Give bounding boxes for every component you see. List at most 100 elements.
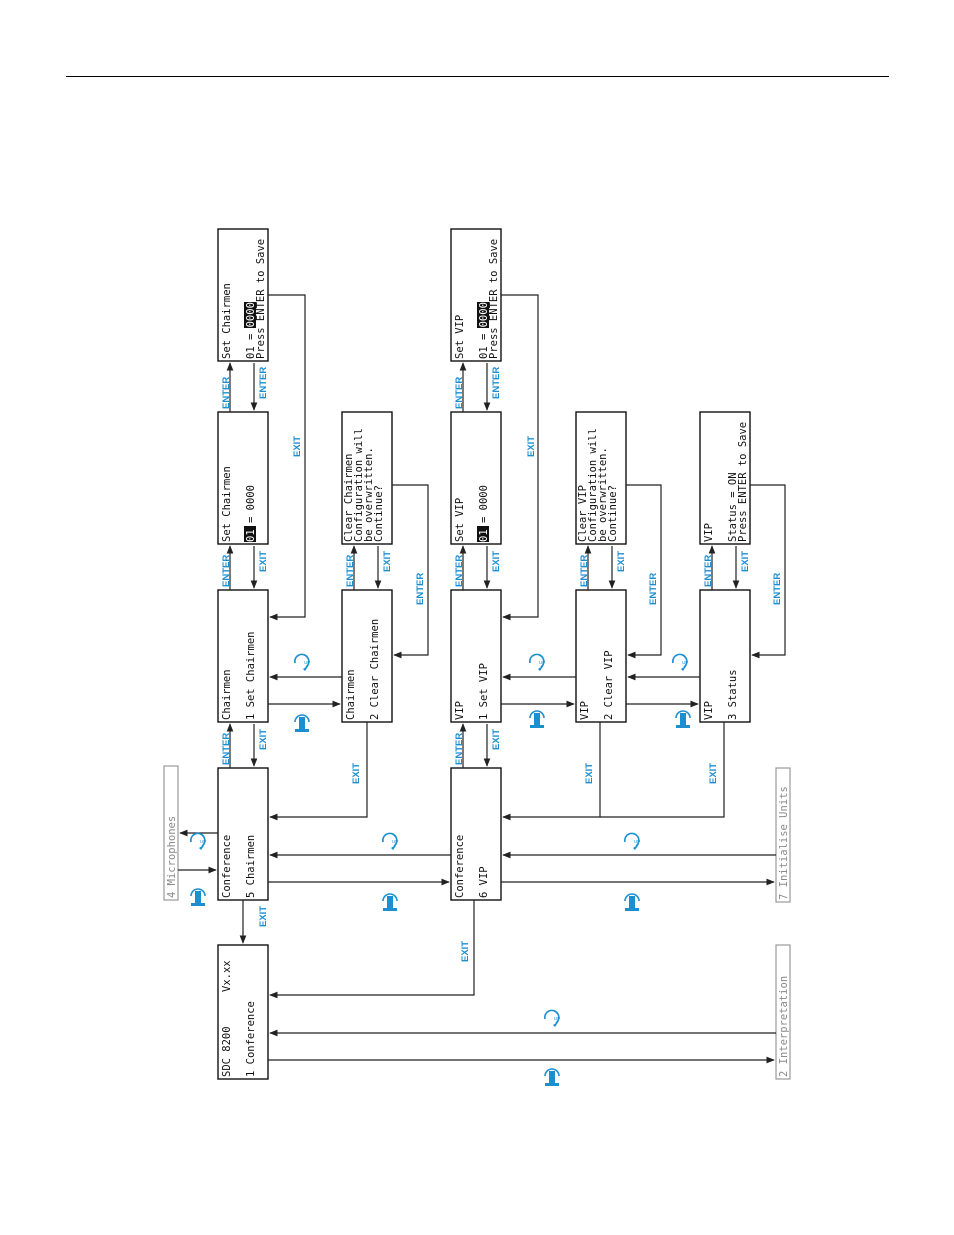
- knob-rotate-icon: [382, 832, 400, 851]
- svg-text:6 VIP: 6 VIP: [478, 866, 490, 898]
- svg-text:ENTER: ENTER: [772, 573, 783, 605]
- svg-text:Configuration will: Configuration will: [353, 428, 365, 542]
- svg-text:Configuration will: Configuration will: [587, 428, 599, 542]
- knob-rotate-icon: [544, 1009, 562, 1028]
- svg-text:01 = 0000: 01 = 0000: [478, 302, 490, 359]
- screen-conference-vip: Conference 6 VIP: [450, 767, 502, 901]
- svg-text:EXIT: EXIT: [616, 551, 627, 572]
- svg-text:VIP: VIP: [579, 701, 591, 720]
- svg-text:EXIT: EXIT: [382, 551, 393, 572]
- page-top-rule: [66, 76, 889, 77]
- svg-text:be overwritten.: be overwritten.: [597, 447, 609, 542]
- svg-text:1 Set Chairmen: 1 Set Chairmen: [245, 631, 257, 720]
- svg-text:Chairmen: Chairmen: [345, 669, 357, 720]
- svg-text:Conference: Conference: [221, 835, 233, 898]
- knob-push-icon: [624, 893, 640, 912]
- svg-text:01 = 0000: 01 = 0000: [245, 485, 257, 542]
- svg-text:2 Clear Chairmen: 2 Clear Chairmen: [369, 619, 381, 720]
- knob-push-icon: [544, 1068, 560, 1087]
- svg-text:Status = ON: Status = ON: [727, 472, 739, 542]
- svg-text:ENTER: ENTER: [454, 733, 465, 765]
- svg-text:VIP: VIP: [703, 701, 715, 720]
- svg-text:EXIT: EXIT: [491, 551, 502, 572]
- screen-chairmen-set: Chairmen 1 Set Chairmen: [217, 589, 269, 723]
- knob-rotate-icon: [190, 832, 208, 851]
- svg-text:Conference: Conference: [454, 835, 466, 898]
- neighbor-initialise-units: 7 Initialise Units: [775, 767, 791, 903]
- svg-text:3 Status: 3 Status: [727, 669, 739, 720]
- svg-text:Set Chairmen: Set Chairmen: [221, 466, 233, 542]
- svg-text:ENTER: ENTER: [579, 555, 590, 587]
- screen-set-vip-edit: Set VIP 01 = 0000 Press ENTER to Save: [450, 228, 502, 362]
- screen-clear-vip-confirm: Clear VIP Configuration will be overwrit…: [575, 411, 627, 545]
- knob-push-icon: [190, 888, 206, 907]
- svg-text:5 Chairmen: 5 Chairmen: [245, 835, 257, 898]
- svg-text:ENTER: ENTER: [415, 573, 426, 605]
- svg-text:EXIT: EXIT: [460, 941, 471, 962]
- svg-text:ENTER: ENTER: [703, 555, 714, 587]
- svg-text:EXIT: EXIT: [740, 551, 751, 572]
- screen-conference-chairmen: Conference 5 Chairmen: [217, 767, 269, 901]
- screen-set-chairmen-edit: Set Chairmen 01 = 0000 Press ENTER to Sa…: [217, 228, 269, 362]
- screen-set-vip-select: Set VIP 01 = 0000: [450, 411, 502, 545]
- svg-text:VIP: VIP: [703, 523, 715, 542]
- screen-chairmen-clear: Chairmen 2 Clear Chairmen: [341, 589, 393, 723]
- svg-text:EXIT: EXIT: [584, 763, 595, 784]
- svg-text:ENTER: ENTER: [221, 555, 232, 587]
- svg-text:4 Microphones: 4 Microphones: [166, 816, 178, 898]
- knob-push-icon: [294, 714, 310, 733]
- knob-rotate-icon: [529, 653, 547, 672]
- neighbor-microphones: 4 Microphones: [163, 765, 179, 901]
- svg-text:EXIT: EXIT: [292, 436, 303, 457]
- connectors: [178, 294, 786, 1064]
- svg-text:Press ENTER to Save: Press ENTER to Save: [255, 239, 267, 359]
- knob-rotate-icon: [294, 653, 312, 672]
- svg-text:01 = 0000: 01 = 0000: [478, 485, 490, 542]
- svg-text:ENTER: ENTER: [221, 377, 232, 409]
- knob-push-icon: [675, 710, 691, 729]
- svg-text:Press ENTER to Save: Press ENTER to Save: [737, 422, 749, 542]
- knob-push-icon: [382, 893, 398, 912]
- svg-text:be overwritten.: be overwritten.: [363, 447, 375, 542]
- screen-vip-clear: VIP 2 Clear VIP: [575, 589, 627, 723]
- svg-text:ENTER: ENTER: [454, 377, 465, 409]
- svg-text:ENTER: ENTER: [454, 555, 465, 587]
- svg-text:Continue?: Continue?: [607, 485, 619, 542]
- screen-vip-status-edit: VIP Status = ON Press ENTER to Save: [699, 411, 751, 545]
- knob-push-icon: [529, 710, 545, 729]
- svg-text:Set VIP: Set VIP: [454, 315, 466, 359]
- svg-text:Chairmen: Chairmen: [221, 669, 233, 720]
- knob-rotate-icon: [624, 832, 642, 851]
- svg-text:Set Chairmen: Set Chairmen: [221, 283, 233, 359]
- svg-text:Vx.xx: Vx.xx: [221, 960, 233, 992]
- svg-text:Clear Chairmen: Clear Chairmen: [343, 453, 355, 542]
- svg-text:EXIT: EXIT: [351, 763, 362, 784]
- svg-text:SDC 8200: SDC 8200: [221, 1026, 233, 1077]
- svg-text:ENTER: ENTER: [648, 573, 659, 605]
- svg-text:VIP: VIP: [454, 701, 466, 720]
- screen-sdc-main: SDC 8200 Vx.xx 1 Conference: [217, 944, 269, 1080]
- knob-rotate-icon: [672, 653, 690, 672]
- svg-text:EXIT: EXIT: [526, 436, 537, 457]
- svg-text:EXIT: EXIT: [708, 763, 719, 784]
- screen-vip-status: VIP 3 Status: [699, 589, 751, 723]
- key-labels: ENTER EXIT EXIT ENTER EXIT EXIT EXIT EXI…: [221, 367, 783, 962]
- neighbor-interpretation: 2 Interpretation: [775, 944, 791, 1080]
- svg-text:ENTER: ENTER: [221, 733, 232, 765]
- svg-text:1 Set VIP: 1 Set VIP: [478, 663, 490, 720]
- svg-text:EXIT: EXIT: [491, 729, 502, 750]
- screen-set-chairmen-select: Set Chairmen 01 = 0000: [217, 411, 269, 545]
- svg-text:Clear VIP: Clear VIP: [577, 485, 589, 542]
- svg-text:EXIT: EXIT: [258, 551, 269, 572]
- svg-text:2 Interpretation: 2 Interpretation: [778, 976, 790, 1077]
- svg-text:1 Conference: 1 Conference: [245, 1001, 257, 1077]
- svg-text:Set VIP: Set VIP: [454, 498, 466, 542]
- svg-text:ENTER: ENTER: [345, 555, 356, 587]
- svg-text:EXIT: EXIT: [258, 906, 269, 927]
- svg-text:Press ENTER to Save: Press ENTER to Save: [488, 239, 500, 359]
- svg-text:01 = 0000: 01 = 0000: [245, 302, 257, 359]
- screen-vip-set: VIP 1 Set VIP: [450, 589, 502, 723]
- svg-text:ENTER: ENTER: [258, 367, 269, 399]
- svg-text:EXIT: EXIT: [258, 729, 269, 750]
